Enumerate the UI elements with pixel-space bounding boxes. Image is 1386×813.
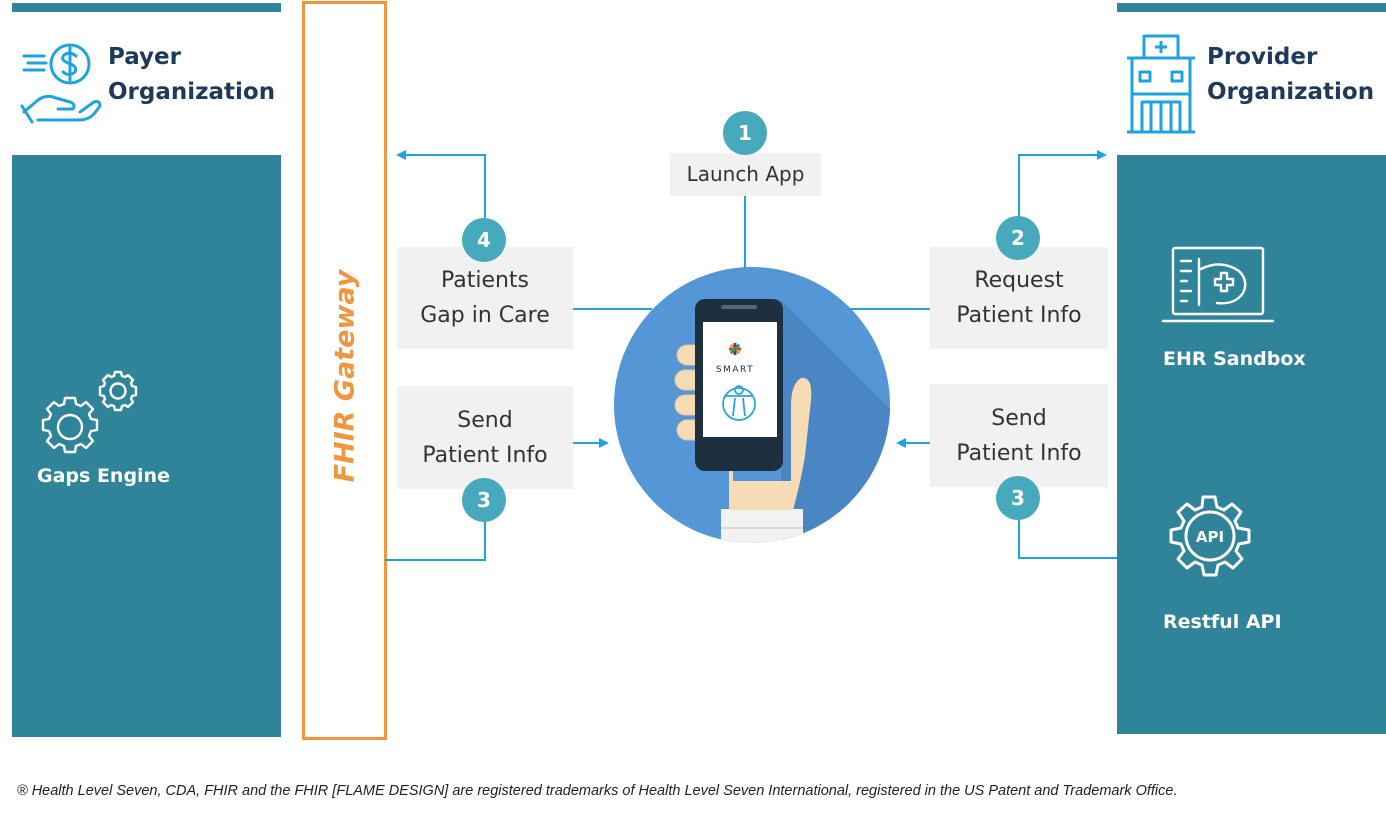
hospital-icon <box>1124 32 1198 136</box>
patients-gap-box: Patients Gap in Care <box>397 247 573 349</box>
send-patient-info-right-box: Send Patient Info <box>930 384 1108 487</box>
step-3-left-badge: 3 <box>462 478 506 522</box>
provider-title-line1: Provider <box>1207 44 1318 70</box>
provider-panel: EHR Sandbox API Restful API <box>1117 155 1386 734</box>
request-patient-info-box: Request Patient Info <box>930 247 1108 349</box>
send-left-line1: Send <box>457 407 513 433</box>
step-4-badge: 4 <box>462 218 506 262</box>
api-icon-text: API <box>1196 528 1224 546</box>
provider-title-line2: Organization <box>1207 79 1375 105</box>
medical-monitor-icon <box>1161 245 1277 325</box>
step-3-right-badge: 3 <box>996 476 1040 520</box>
step2-arrow <box>1018 150 1107 219</box>
dollar-hand-icon <box>18 36 102 128</box>
fhir-gateway-bar: FHIR Gateway <box>302 1 387 740</box>
smart-logo-text: SMART <box>716 365 754 375</box>
payer-title-line1: Payer <box>108 44 181 70</box>
payer-title-line2: Organization <box>108 79 276 105</box>
restful-api-label: Restful API <box>1163 611 1282 633</box>
patients-gap-line1: Patients <box>440 268 530 293</box>
launch-app-label: Launch App <box>686 162 805 186</box>
gaps-engine-label: Gaps Engine <box>37 465 170 487</box>
send-right-line1: Send <box>991 405 1047 431</box>
launch-app-box: Launch App <box>670 153 821 196</box>
patients-gap-line2: Gap in Care <box>420 303 550 328</box>
step4-arrow <box>396 150 486 247</box>
gears-icon <box>34 367 144 463</box>
provider-title: Provider Organization <box>1207 40 1374 110</box>
provider-top-bar <box>1117 3 1386 12</box>
gaps-engine-panel: Gaps Engine <box>12 155 281 737</box>
payer-top-bar <box>12 3 281 12</box>
request-line1: Request <box>974 268 1064 293</box>
ehr-sandbox-label: EHR Sandbox <box>1163 348 1306 370</box>
send-right-line2: Patient Info <box>956 440 1082 466</box>
payer-title: Payer Organization <box>108 40 275 110</box>
request-line2: Patient Info <box>956 303 1082 328</box>
hand-holding-phone-icon: SMART <box>613 266 891 544</box>
step-2-badge: 2 <box>996 216 1040 260</box>
step3-left-gateway-line <box>385 520 486 561</box>
step-1-badge: 1 <box>723 111 767 155</box>
send-patient-info-left-box: Send Patient Info <box>397 386 573 489</box>
api-gear-icon: API <box>1161 493 1257 589</box>
trademark-footnote: ® Health Level Seven, CDA, FHIR and the … <box>17 783 1178 799</box>
step3-right-provider-line <box>1018 520 1117 559</box>
send-left-line2: Patient Info <box>422 442 548 468</box>
